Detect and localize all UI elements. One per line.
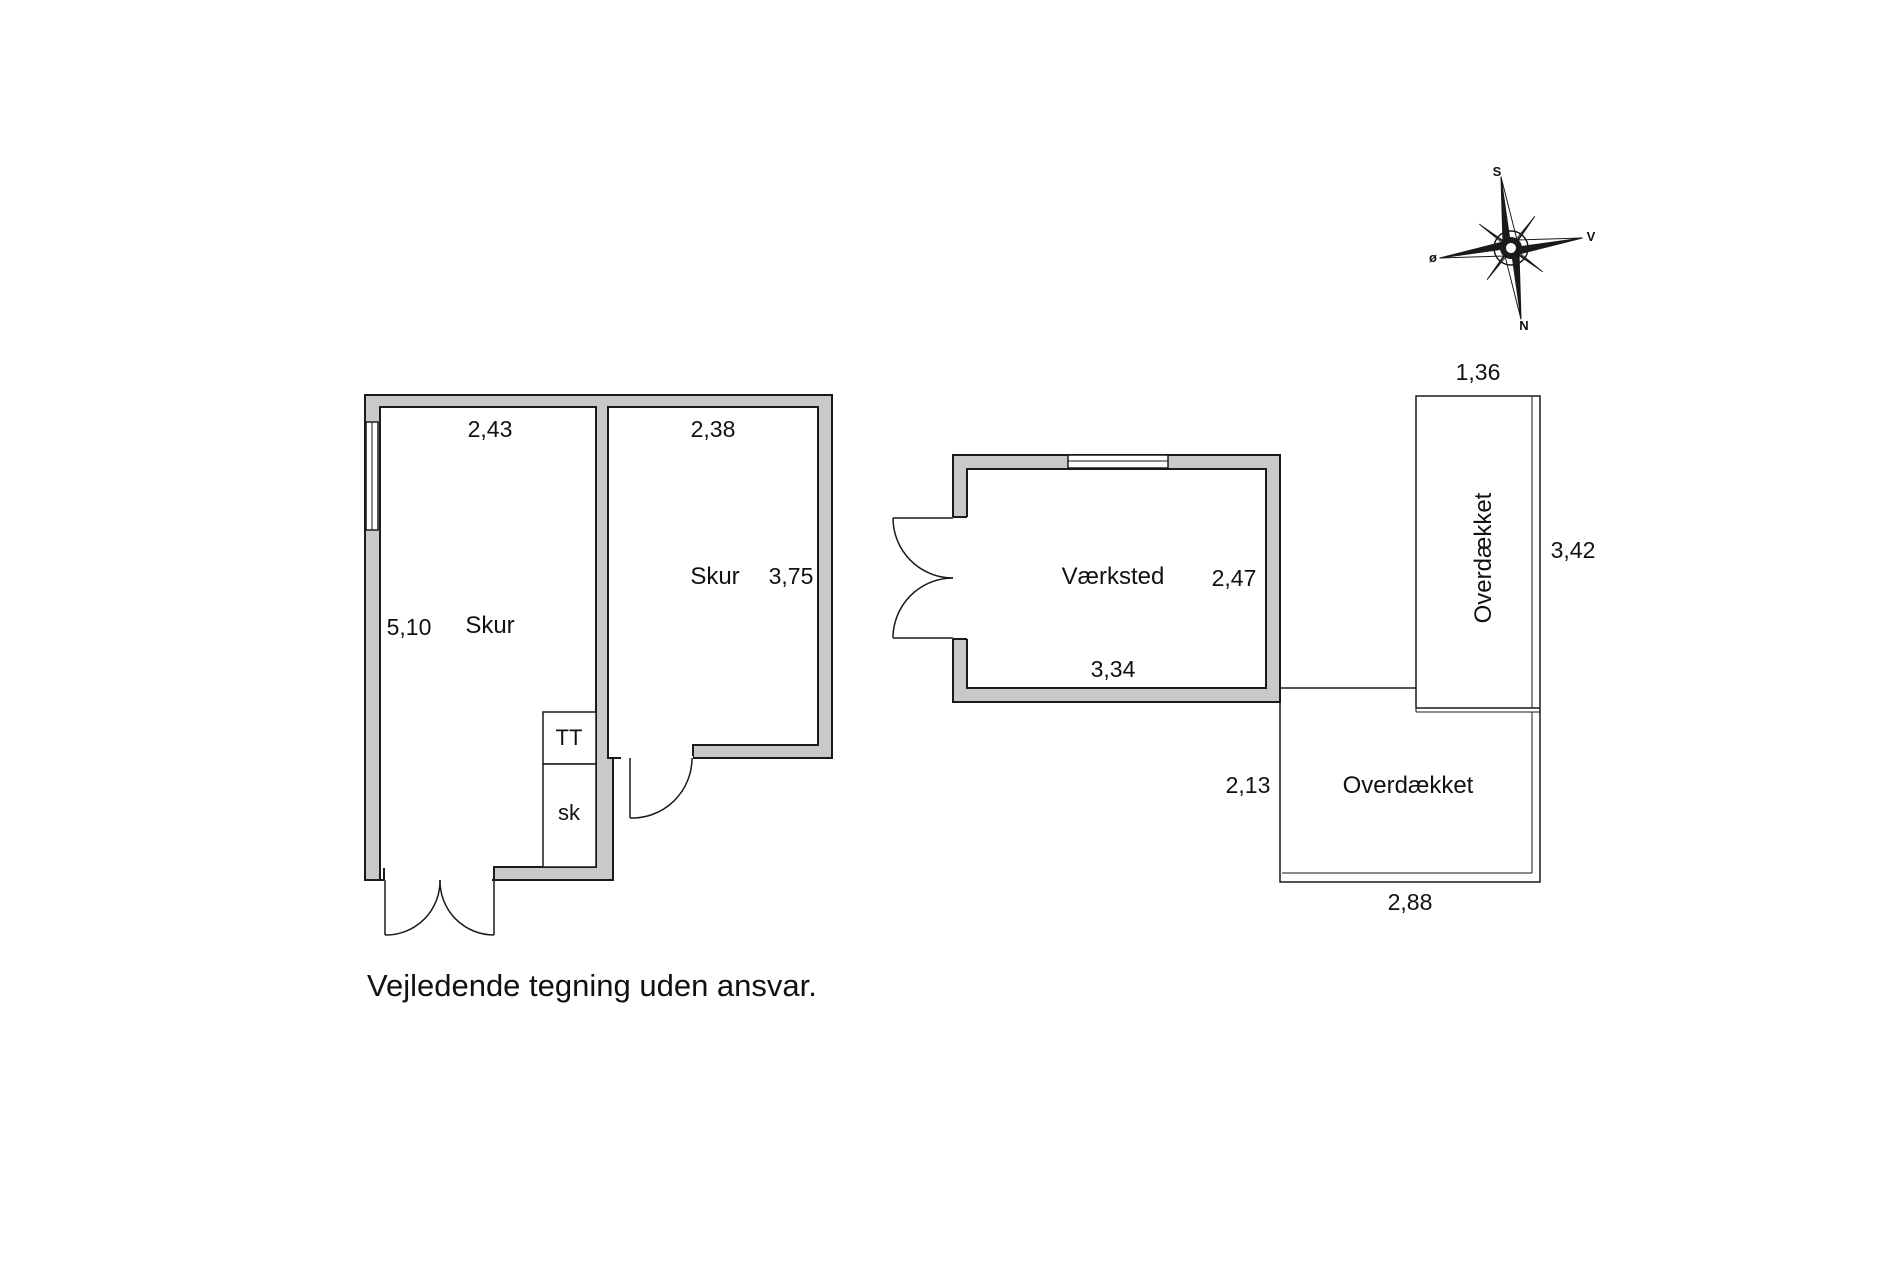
tt-label: TT [556,725,583,750]
vaerksted-label: Værksted [1062,563,1165,590]
vaerksted-width: 3,34 [1091,656,1136,682]
sk-label: sk [558,800,581,825]
skur-right-label: Skur [690,563,739,590]
skur-left-label: Skur [465,612,514,639]
tt-fixture [542,711,597,765]
sk-fixture [542,763,597,868]
vaerksted-double-door [892,517,954,639]
skur-left-window [365,421,379,531]
compass-north-label: N [1519,318,1528,333]
skur-building: TT sk 2,43 5,10 Skur 2,38 Skur 3,75 [364,394,833,936]
skur-left-double-door [384,879,495,936]
vaerksted-depth: 2,47 [1212,565,1257,591]
vaerksted-window [1067,454,1169,469]
skur-right-door [629,757,693,819]
overdaekket-vertical-width: 1,36 [1456,359,1501,385]
overdaekket-vertical-outline [1415,395,1541,709]
overdaekket-area [1279,395,1541,883]
overdaekket-vertical-depth: 3,42 [1551,537,1596,563]
skur-left-width: 2,43 [468,416,513,442]
skur-left-depth: 5,10 [387,614,432,640]
compass-west-label: V [1587,229,1596,244]
skur-building-walls [364,394,833,881]
overdaekket-vertical-label: Overdækket [1470,492,1497,623]
overdaekket-bottom-width: 2,88 [1388,889,1433,915]
skur-right-door-gap [621,756,693,760]
vaerksted-door-gap [951,517,969,639]
skur-right-depth: 3,75 [769,563,814,589]
overdaekket-bottom-depth: 2,13 [1226,772,1271,798]
overdaekket-bottom-label: Overdækket [1343,772,1474,799]
disclaimer-text: Vejledende tegning uden ansvar. [367,968,817,1003]
compass-east-label: ø [1429,250,1437,265]
skur-right-width: 2,38 [691,416,736,442]
compass-south-label: S [1493,164,1502,179]
skur-left-door-gap [384,866,492,882]
compass-rose-icon [1439,176,1583,320]
vaerksted-building: Værksted 2,47 3,34 [892,454,1281,703]
